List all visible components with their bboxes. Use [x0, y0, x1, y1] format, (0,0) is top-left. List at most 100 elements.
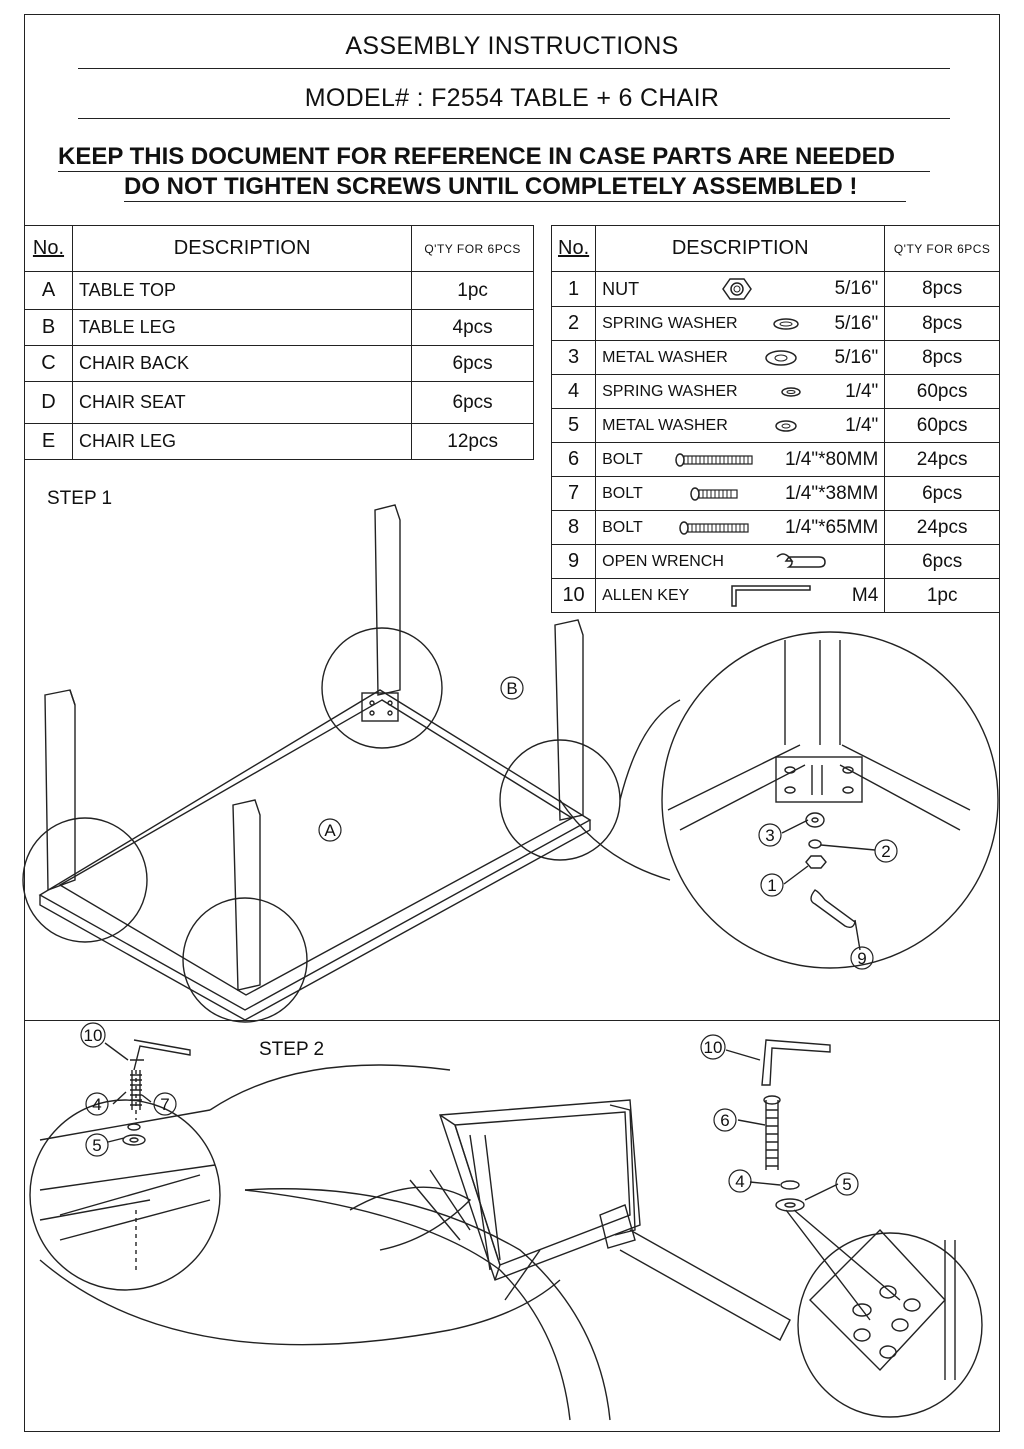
hardware-spec: M4 — [851, 584, 879, 606]
table-row: 9 OPEN WRENCH 6pcs — [550, 544, 1000, 579]
metal-washer-icon — [765, 349, 797, 366]
hardware-no: 7 — [550, 476, 597, 511]
part-no: D — [24, 381, 73, 424]
hardware-no: 3 — [550, 340, 597, 375]
hardware-spec: 1/4"*80MM — [784, 448, 879, 470]
bolt-icon — [675, 452, 753, 467]
table-row: 8 BOLT 1/4"*65MM 24pcs — [550, 510, 1000, 545]
hardware-qty: 24pcs — [884, 510, 1000, 545]
bolt-icon — [679, 520, 749, 535]
table-row: 10 ALLEN KEY M4 1pc — [550, 578, 1000, 613]
hardware-spec: 1/4"*38MM — [784, 482, 879, 504]
table-row: 3 METAL WASHER 5/16" 8pcs — [550, 340, 1000, 375]
hardware-description-cell: SPRING WASHER 5/16" — [595, 306, 886, 341]
model-rule — [78, 118, 950, 119]
table-row: 4 SPRING WASHER 1/4" 60pcs — [550, 374, 1000, 409]
step-1-label: STEP 1 — [47, 488, 113, 509]
hardware-description-cell: ALLEN KEY M4 — [595, 578, 886, 613]
hardware-description-cell: BOLT 1/4"*38MM — [595, 476, 886, 511]
hardware-no: 9 — [550, 544, 597, 579]
hardware-spec: 5/16" — [834, 312, 879, 334]
hardware-no: 4 — [550, 374, 597, 409]
wrench-icon — [776, 552, 826, 568]
part-qty: 1pc — [411, 271, 534, 310]
warning-rule-2 — [124, 201, 906, 202]
part-qty: 4pcs — [411, 309, 534, 346]
hardware-no: 6 — [550, 442, 597, 477]
part-qty: 12pcs — [411, 423, 534, 460]
table-row: E CHAIR LEG 12pcs — [24, 423, 534, 460]
hardware-description: SPRING WASHER — [602, 314, 738, 332]
part-no: B — [24, 309, 73, 346]
part-description: CHAIR LEG — [71, 423, 413, 460]
step-divider — [24, 1020, 1000, 1021]
hardware-qty: 6pcs — [884, 544, 1000, 579]
part-no: A — [24, 271, 73, 310]
hardware-spec: 1/4"*65MM — [784, 516, 879, 538]
hardware-description-cell: OPEN WRENCH — [595, 544, 886, 579]
hardware-description-cell: NUT 5/16" — [595, 271, 886, 307]
parts-col-qty: Q'TY FOR 6PCS — [411, 225, 534, 272]
hardware-qty: 8pcs — [884, 340, 1000, 375]
part-qty: 6pcs — [411, 381, 534, 424]
parts-table: No. DESCRIPTION Q'TY FOR 6PCS A TABLE TO… — [24, 225, 534, 460]
table-row: 6 BOLT 1/4"*80MM 24pcs — [550, 442, 1000, 477]
hardware-description: BOLT — [602, 484, 643, 502]
part-description: CHAIR SEAT — [71, 381, 413, 424]
hardware-qty: 1pc — [884, 578, 1000, 613]
table-row: 5 METAL WASHER 1/4" 60pcs — [550, 408, 1000, 443]
warning-keep-document: KEEP THIS DOCUMENT FOR REFERENCE IN CASE… — [58, 143, 895, 170]
hardware-description-cell: METAL WASHER 5/16" — [595, 340, 886, 375]
nut-icon — [721, 278, 752, 300]
hardware-description: METAL WASHER — [602, 416, 728, 434]
bolt-icon — [690, 486, 738, 501]
table-row: 2 SPRING WASHER 5/16" 8pcs — [550, 306, 1000, 341]
warning-do-not-tighten: DO NOT TIGHTEN SCREWS UNTIL COMPLETELY A… — [124, 173, 858, 200]
parts-col-no: No. — [24, 225, 73, 272]
hardware-no: 1 — [550, 271, 597, 307]
metal-washer-icon — [775, 419, 798, 432]
hardware-spec: 5/16" — [834, 346, 879, 368]
hardware-col-qty: Q'TY FOR 6PCS — [884, 225, 1000, 272]
hardware-qty: 24pcs — [884, 442, 1000, 477]
hardware-qty: 8pcs — [884, 271, 1000, 307]
hardware-no: 8 — [550, 510, 597, 545]
hardware-description: SPRING WASHER — [602, 382, 738, 400]
hardware-description-cell: BOLT 1/4"*65MM — [595, 510, 886, 545]
spring-washer-icon — [781, 386, 802, 397]
allen-key-icon — [730, 584, 811, 607]
document-title: ASSEMBLY INSTRUCTIONS — [345, 32, 679, 60]
part-description: TABLE TOP — [71, 271, 413, 310]
hardware-description: ALLEN KEY — [602, 586, 690, 604]
table-row: D CHAIR SEAT 6pcs — [24, 381, 534, 424]
title-rule — [78, 68, 950, 69]
hardware-spec: 1/4" — [845, 414, 879, 436]
part-qty: 6pcs — [411, 345, 534, 382]
hardware-qty: 8pcs — [884, 306, 1000, 341]
hardware-col-description: DESCRIPTION — [595, 225, 886, 272]
hardware-description-cell: BOLT 1/4"*80MM — [595, 442, 886, 477]
hardware-description-cell: METAL WASHER 1/4" — [595, 408, 886, 443]
hardware-no: 10 — [550, 578, 597, 613]
hardware-description: OPEN WRENCH — [602, 552, 724, 570]
part-description: CHAIR BACK — [71, 345, 413, 382]
parts-col-description: DESCRIPTION — [71, 225, 413, 272]
hardware-description: BOLT — [602, 450, 643, 468]
hardware-description: METAL WASHER — [602, 348, 728, 366]
table-row: B TABLE LEG 4pcs — [24, 309, 534, 346]
table-row: A TABLE TOP 1pc — [24, 271, 534, 310]
warning-rule-1 — [58, 171, 930, 172]
hardware-spec: 5/16" — [834, 278, 879, 299]
hardware-description: NUT — [602, 278, 640, 299]
page-frame — [24, 14, 1000, 1432]
hardware-description-cell: SPRING WASHER 1/4" — [595, 374, 886, 409]
part-no: E — [24, 423, 73, 460]
hardware-spec: 1/4" — [845, 380, 879, 402]
hardware-qty: 6pcs — [884, 476, 1000, 511]
step-2-label: STEP 2 — [259, 1039, 325, 1060]
hardware-description: BOLT — [602, 518, 643, 536]
table-row: C CHAIR BACK 6pcs — [24, 345, 534, 382]
spring-washer-icon — [773, 317, 799, 330]
part-description: TABLE LEG — [71, 309, 413, 346]
hardware-qty: 60pcs — [884, 374, 1000, 409]
